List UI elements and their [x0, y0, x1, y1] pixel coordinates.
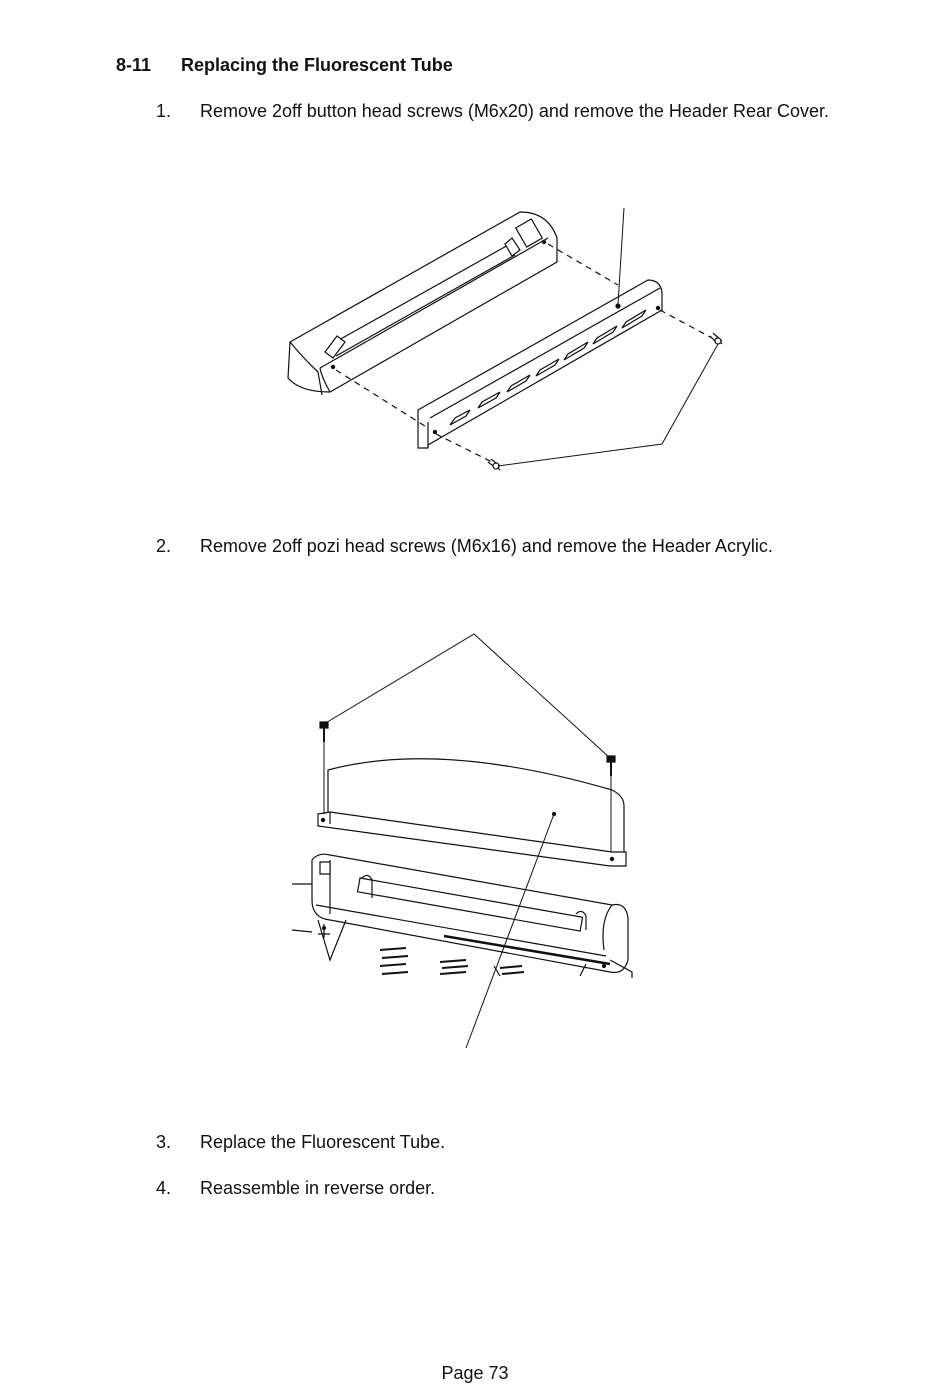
screw-icon: [710, 333, 722, 344]
section-number: 8-11: [116, 55, 151, 76]
header-acrylic-panel: [318, 759, 626, 866]
step-4-number: 4.: [156, 1178, 171, 1199]
cover-vent-slots: [450, 310, 646, 425]
page-number: Page 73: [0, 1363, 950, 1384]
step-1-number: 1.: [156, 101, 171, 122]
screw-icon: [320, 722, 328, 742]
step-2-number: 2.: [156, 536, 171, 557]
header-rear-cover-diagram: [280, 200, 740, 480]
header-acrylic-diagram: [288, 628, 640, 1053]
step-1-text: Remove 2off button head screws (M6x20) a…: [200, 101, 829, 122]
screw-icon: [607, 756, 615, 776]
header-unit: [292, 854, 632, 978]
step-3-number: 3.: [156, 1132, 171, 1153]
step-3-text: Replace the Fluorescent Tube.: [200, 1132, 445, 1153]
step-2-text: Remove 2off pozi head screws (M6x16) and…: [200, 536, 773, 557]
section-title: Replacing the Fluorescent Tube: [181, 55, 453, 76]
step-4-text: Reassemble in reverse order.: [200, 1178, 435, 1199]
